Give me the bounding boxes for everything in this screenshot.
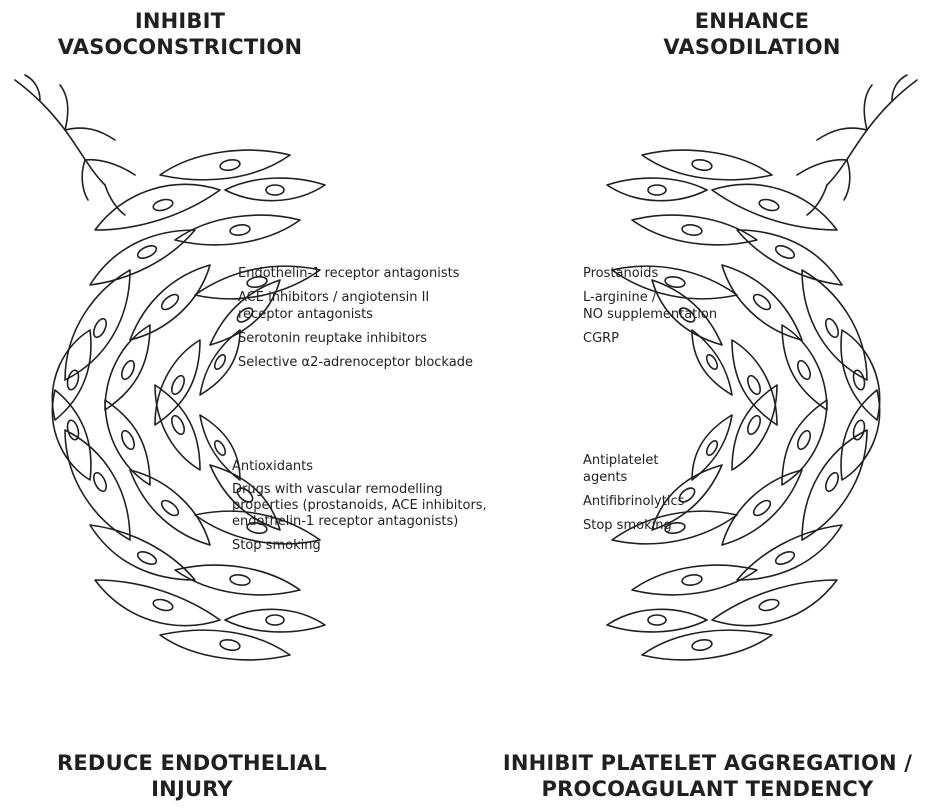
smooth-muscle-cells-icon <box>607 385 880 660</box>
smooth-muscle-cells-icon <box>52 150 325 425</box>
nerve-fiber-icon <box>797 75 917 215</box>
smooth-muscle-cells-icon <box>52 385 325 660</box>
nerve-fiber-icon <box>15 75 135 215</box>
smooth-muscle-cells-icon <box>607 150 880 425</box>
